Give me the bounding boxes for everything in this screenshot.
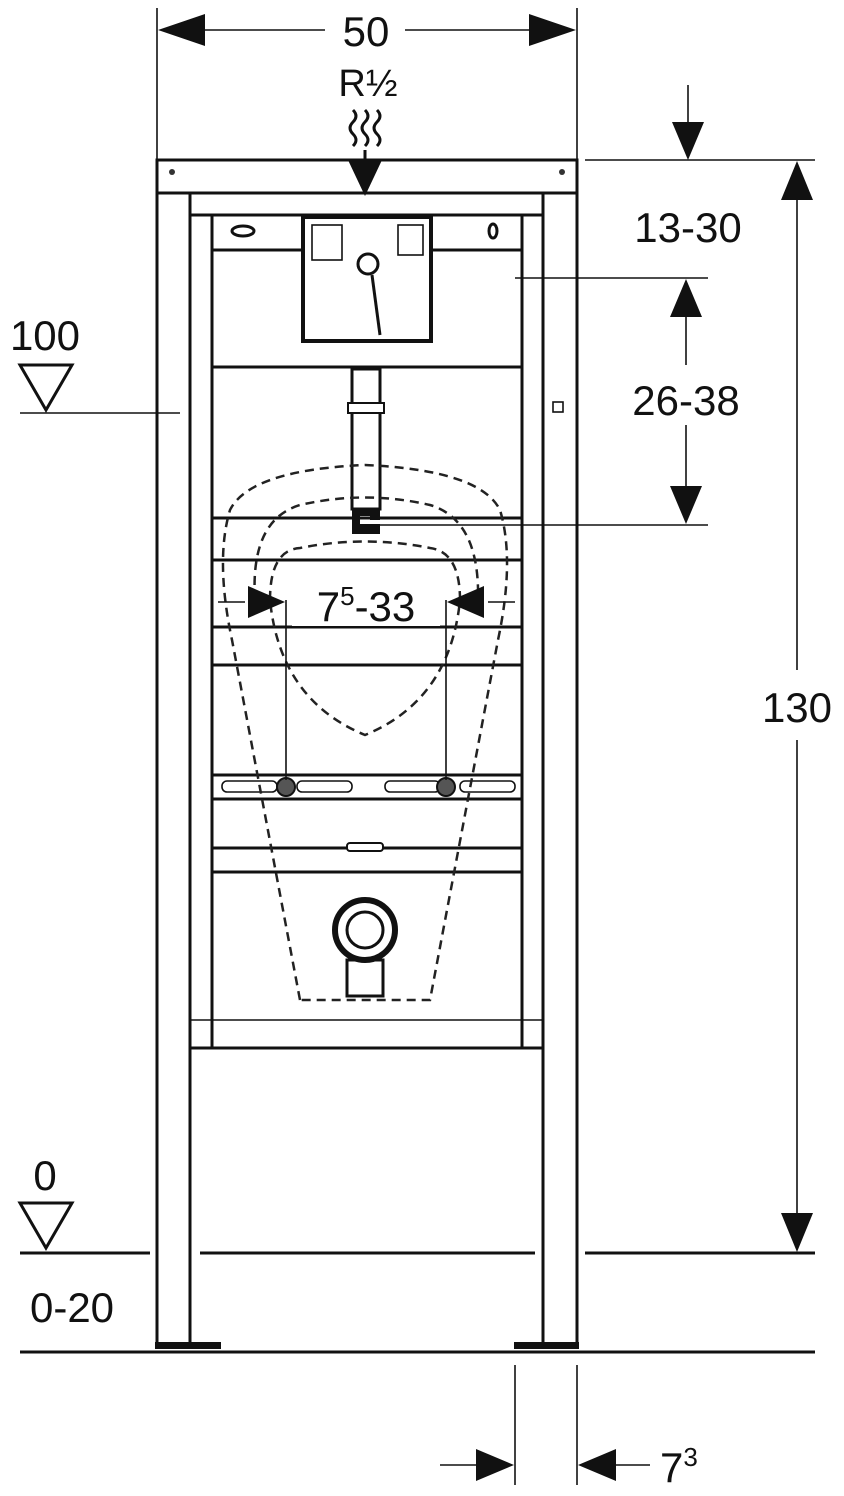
total-height-label: 130 (762, 684, 832, 731)
thread-label: R½ (338, 63, 397, 105)
installation-frame (155, 158, 579, 1349)
supply-range-label: 26-38 (632, 377, 739, 424)
leg-adjust-label: 0-20 (30, 1284, 114, 1331)
right-dimensions: 13-30 26-38 130 (365, 85, 832, 1252)
level-triangle-icon (17, 1201, 75, 1251)
width-label: 50 (343, 8, 390, 55)
water-flow-icon (348, 108, 382, 148)
level-triangle-icon (17, 363, 75, 413)
level-markers: 100 0 0-20 (10, 312, 815, 1354)
level-100-label: 100 (10, 312, 80, 359)
width-dimension: 50 (156, 8, 578, 160)
depth-label: 73 (660, 1442, 698, 1491)
level-0-label: 0 (33, 1152, 56, 1199)
fixing-spacing-dimension: 75-33 (218, 578, 515, 780)
water-inlet: R½ (338, 63, 398, 196)
top-range-label: 13-30 (634, 204, 741, 251)
depth-dimension: 73 (440, 1365, 698, 1491)
spacing-label: 75-33 (317, 581, 416, 630)
